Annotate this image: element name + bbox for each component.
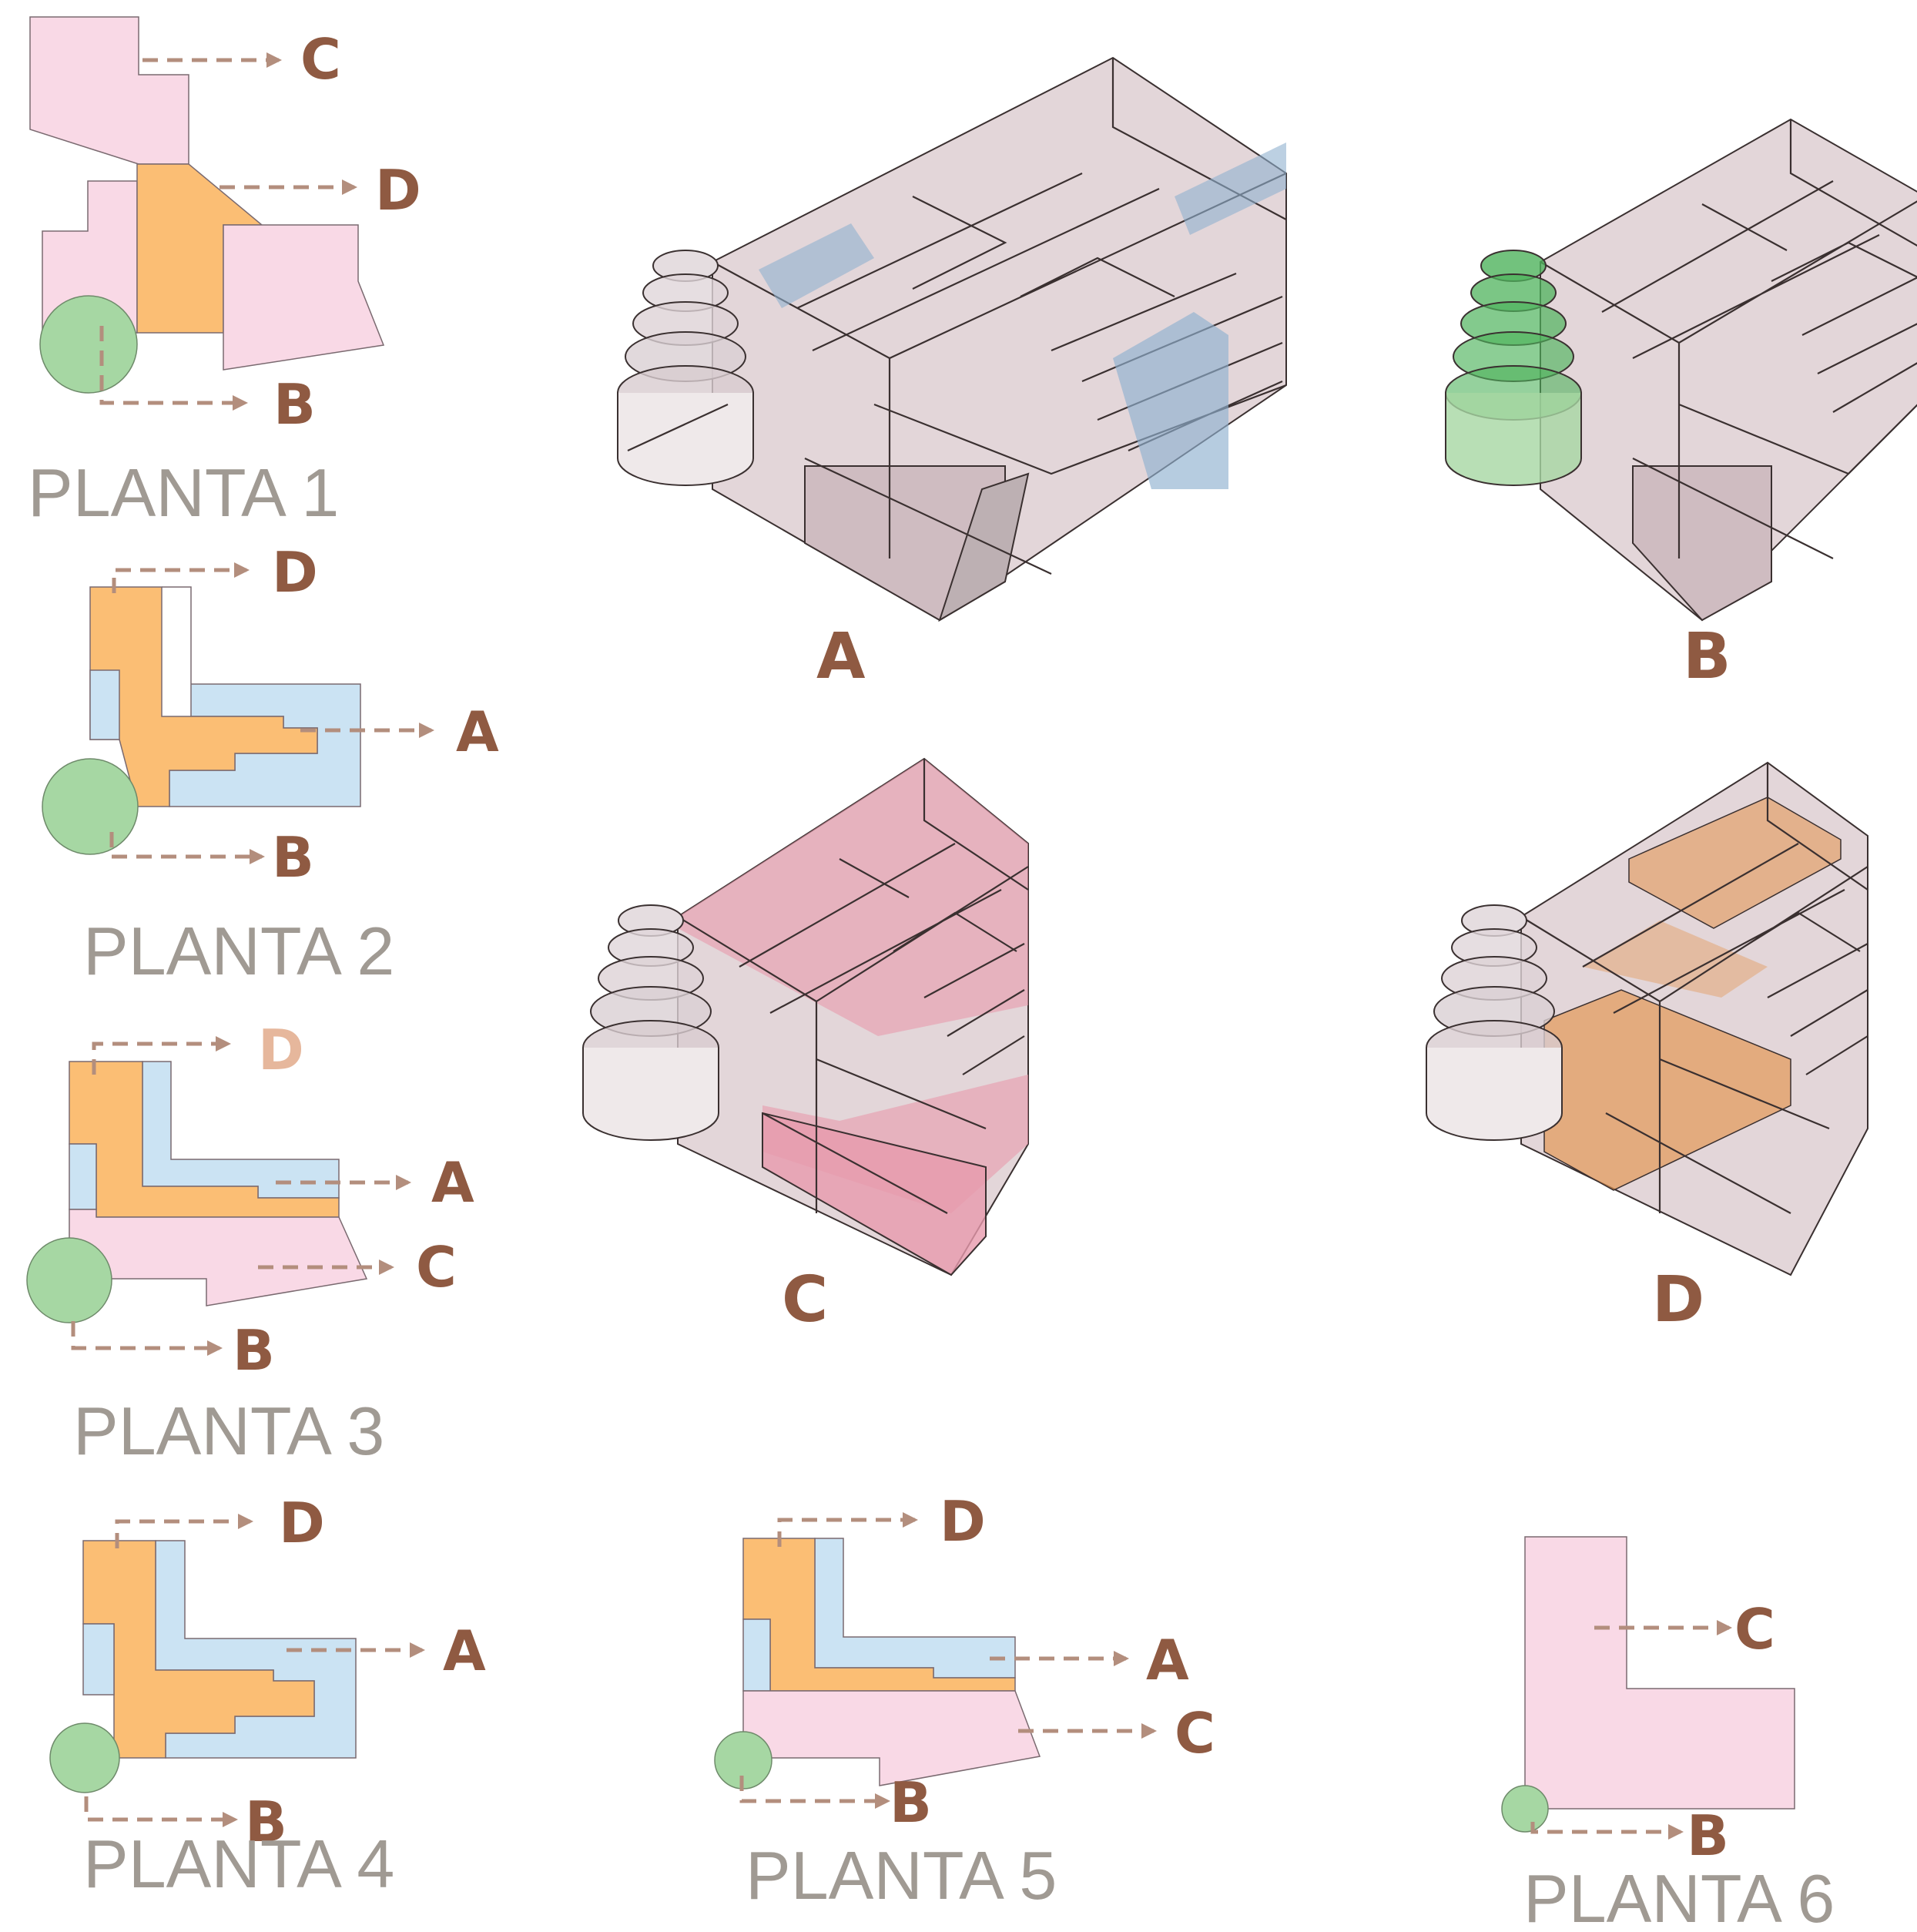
arrow-label: D bbox=[375, 158, 421, 223]
zone-a-blue bbox=[142, 1061, 340, 1199]
arrow-label: A bbox=[443, 1618, 486, 1683]
arrow-label: A bbox=[1146, 1628, 1189, 1692]
zone-a-blue bbox=[814, 1538, 1016, 1679]
arrow-label: B bbox=[273, 372, 316, 437]
plan-6: C B PLANTA 6 bbox=[1501, 1536, 1835, 1932]
arrow-label: B bbox=[233, 1318, 275, 1383]
highlight-zone bbox=[1543, 989, 1791, 1191]
plan-3: D A C B PLANTA 3 bbox=[26, 1018, 474, 1469]
plan-4: D A B PLANTA 4 bbox=[49, 1491, 486, 1902]
massing bbox=[712, 56, 1287, 622]
arrow-label: C bbox=[416, 1235, 457, 1300]
zone-c-pink bbox=[29, 16, 189, 165]
circulation-core bbox=[49, 1722, 120, 1793]
zone-c-pink-right bbox=[223, 224, 385, 371]
axo-label: A bbox=[816, 620, 866, 693]
plan-2: D A B PLANTA 2 bbox=[42, 540, 499, 989]
zone-c-pink bbox=[69, 1209, 368, 1306]
circulation-core bbox=[39, 295, 138, 394]
zone-a-blue-small bbox=[69, 1143, 97, 1210]
plan-title: PLANTA 5 bbox=[746, 1837, 1057, 1914]
plan-title: PLANTA 1 bbox=[28, 454, 339, 531]
highlight-zone bbox=[1175, 143, 1286, 235]
plan-title: PLANTA 4 bbox=[83, 1826, 394, 1902]
axo-label: B bbox=[1683, 620, 1731, 693]
arrow-label: D bbox=[258, 1018, 304, 1082]
arrow-label: A bbox=[431, 1150, 474, 1215]
axo-label: D bbox=[1652, 1263, 1704, 1337]
cylinder-tower bbox=[1445, 250, 1582, 486]
massing bbox=[1540, 118, 1917, 622]
arrow-label: C bbox=[300, 27, 341, 92]
massing bbox=[677, 757, 1029, 1276]
zone-a-blue-small bbox=[82, 1623, 115, 1696]
axonometric-c: C bbox=[582, 757, 1029, 1337]
zone-a-blue-small bbox=[742, 1618, 771, 1692]
plan-5: D A C B PLANTA 5 bbox=[714, 1489, 1215, 1914]
arrow-label: D bbox=[940, 1489, 986, 1554]
axonometric-b: B bbox=[1445, 118, 1917, 693]
highlight-zone bbox=[759, 223, 874, 308]
circulation-core bbox=[42, 758, 139, 855]
arrow-label: A bbox=[456, 699, 499, 764]
arrow-label: B bbox=[272, 825, 314, 890]
circulation-core bbox=[1501, 1785, 1549, 1833]
arrow-label: C bbox=[1734, 1597, 1775, 1662]
highlight-zone bbox=[762, 1112, 987, 1276]
plan-title: PLANTA 2 bbox=[83, 913, 394, 989]
plan-1: C D B PLANTA 1 bbox=[28, 16, 421, 531]
highlight-zone bbox=[678, 759, 1028, 1036]
cylinder-tower bbox=[1426, 904, 1563, 1141]
plan-title: PLANTA 6 bbox=[1523, 1860, 1835, 1932]
axonometric-a: A bbox=[617, 56, 1287, 693]
highlight-zone bbox=[1113, 312, 1228, 489]
circulation-core bbox=[26, 1237, 112, 1323]
cylinder-tower bbox=[617, 250, 754, 486]
arrow-label: B bbox=[890, 1770, 932, 1835]
zone-a-blue bbox=[162, 586, 361, 807]
arrow-label: B bbox=[1687, 1803, 1729, 1868]
zone-a-blue-small bbox=[89, 669, 120, 740]
zone-d-orange bbox=[89, 586, 318, 807]
axo-label: C bbox=[782, 1263, 828, 1337]
cylinder-tower bbox=[582, 904, 719, 1141]
arrow-label: D bbox=[279, 1491, 325, 1555]
arrow-label: D bbox=[272, 540, 318, 605]
zone-c-pink bbox=[1524, 1536, 1795, 1810]
plan-title: PLANTA 3 bbox=[73, 1393, 384, 1469]
arrow-label: C bbox=[1175, 1701, 1215, 1766]
axonometric-d: D bbox=[1426, 761, 1868, 1337]
massing bbox=[1520, 761, 1868, 1276]
arrow-label: B bbox=[245, 1789, 287, 1854]
